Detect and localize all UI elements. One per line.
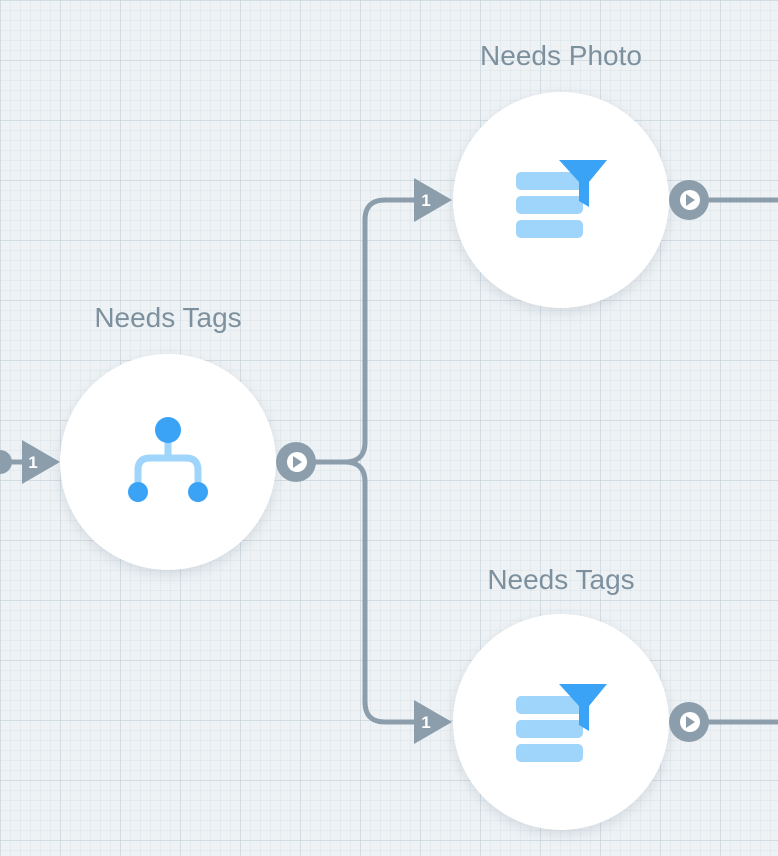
connector-split-to-tags: [313, 459, 421, 725]
filter-list-icon: [516, 684, 607, 762]
filter-node-photo-input-port-number: 1: [421, 191, 430, 210]
filter-node-photo-output-port[interactable]: [669, 180, 709, 220]
split-node[interactable]: Needs Tags 1: [22, 302, 316, 570]
split-node-input-port[interactable]: 1: [22, 440, 60, 484]
upstream-output-port[interactable]: [0, 450, 12, 474]
split-node-input-port-number: 1: [28, 453, 37, 472]
split-node-label: Needs Tags: [94, 302, 241, 333]
filter-node-photo[interactable]: Needs Photo 1: [414, 40, 709, 308]
connectors: [0, 197, 778, 725]
filter-list-icon: [516, 160, 607, 238]
filter-node-tags[interactable]: Needs Tags 1: [414, 564, 709, 830]
filter-node-photo-label: Needs Photo: [480, 40, 642, 71]
split-node-circle[interactable]: [60, 354, 276, 570]
filter-node-tags-output-port[interactable]: [669, 702, 709, 742]
filter-node-tags-label: Needs Tags: [487, 564, 634, 595]
branch-icon: [128, 417, 208, 502]
filter-node-tags-input-port[interactable]: 1: [414, 700, 452, 744]
connector-split-to-photo: [313, 197, 421, 465]
split-node-output-port[interactable]: [276, 442, 316, 482]
filter-node-photo-input-port[interactable]: 1: [414, 178, 452, 222]
filter-node-tags-input-port-number: 1: [421, 713, 430, 732]
